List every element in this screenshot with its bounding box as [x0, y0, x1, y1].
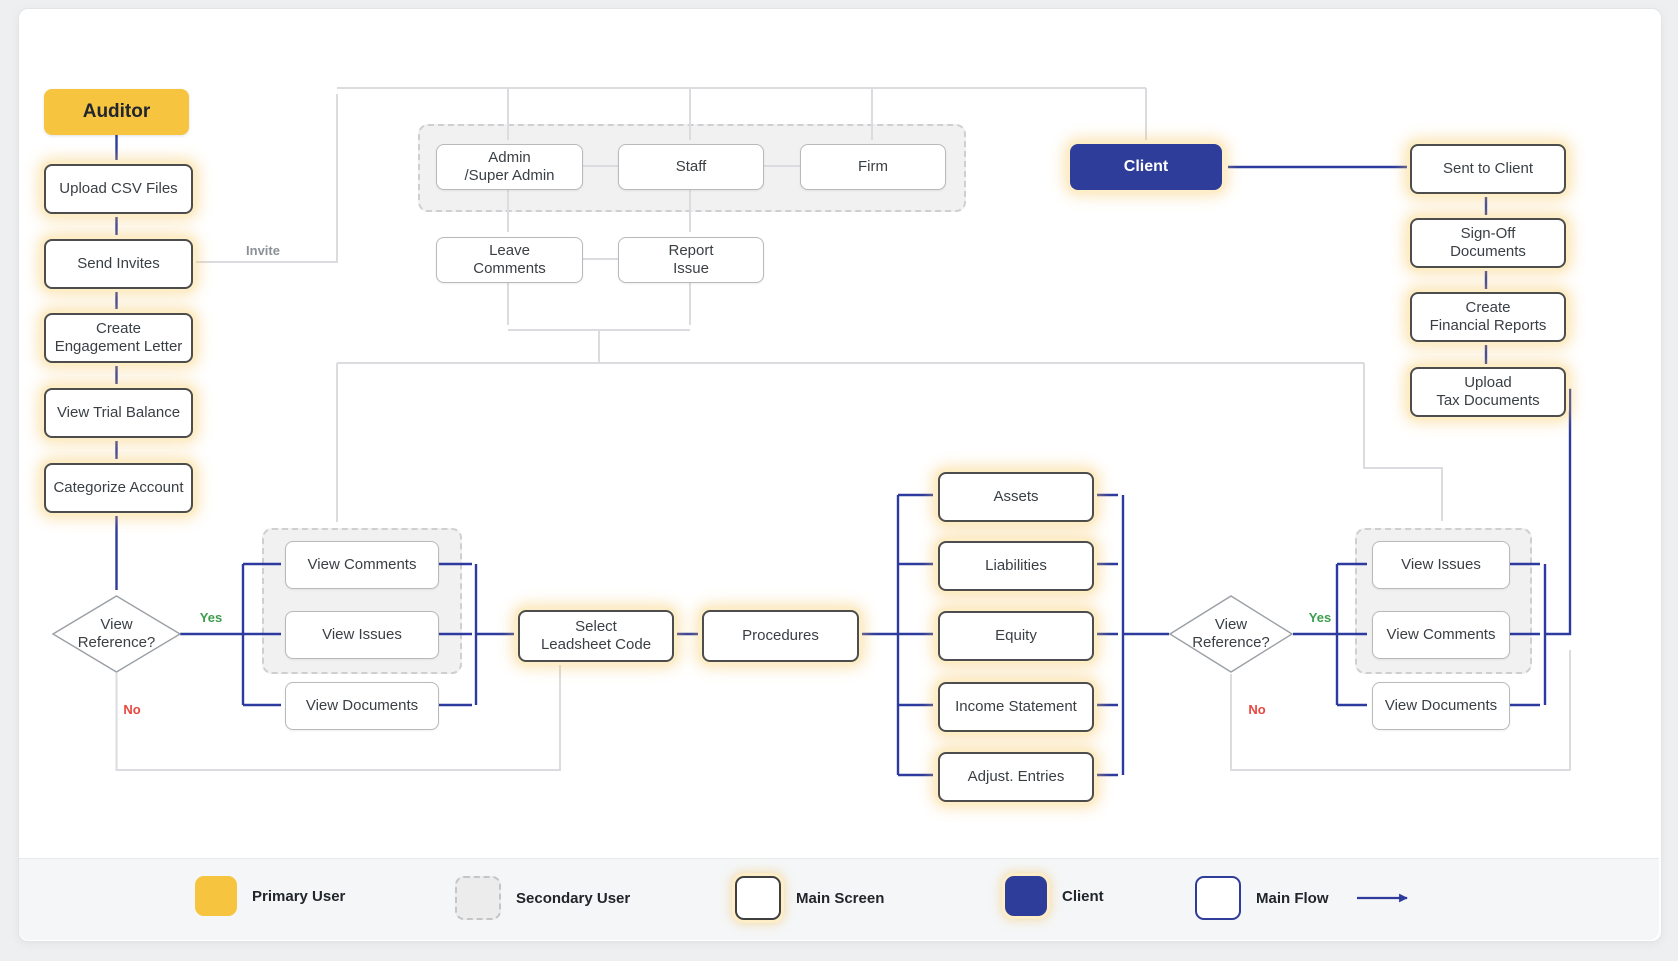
node-auditor: Auditor [44, 89, 189, 135]
node-view-issues-left: View Issues [285, 611, 439, 659]
no-label-1: No [123, 702, 141, 717]
node-create-financial-reports: Create Financial Reports [1410, 292, 1566, 342]
node-view-reference-2: View Reference? [1169, 595, 1293, 673]
node-liabilities: Liabilities [938, 541, 1094, 591]
node-view-trial-balance: View Trial Balance [44, 388, 193, 438]
legend-label: Main Flow [1256, 889, 1329, 907]
diamond-label-1: View Reference? [77, 616, 156, 651]
legend-item-client: Client [1005, 876, 1104, 916]
node-view-reference-1: View Reference? [52, 595, 181, 673]
node-report-issue: Report Issue [618, 237, 764, 283]
main-flow-swatch [1195, 876, 1241, 920]
node-upload-csv-files: Upload CSV Files [44, 164, 193, 214]
node-select-leadsheet-code: Select Leadsheet Code [518, 610, 674, 662]
node-sent-to-client: Sent to Client [1410, 144, 1566, 194]
node-equity: Equity [938, 611, 1094, 661]
node-view-documents-right: View Documents [1372, 682, 1510, 730]
node-assets: Assets [938, 472, 1094, 522]
node-firm: Firm [800, 144, 946, 190]
node-send-invites: Send Invites [44, 239, 193, 289]
node-client: Client [1070, 144, 1222, 190]
legend-label: Primary User [252, 887, 346, 905]
node-income-statement: Income Statement [938, 682, 1094, 732]
legend-item-secondary-user: Secondary User [455, 876, 630, 920]
main-screen-swatch [735, 876, 781, 920]
node-admin-super-admin: Admin /Super Admin [436, 144, 583, 190]
node-view-comments-right: View Comments [1372, 611, 1510, 659]
no-label-2: No [1248, 702, 1266, 717]
node-procedures: Procedures [702, 610, 859, 662]
primary-user-swatch [195, 876, 237, 916]
node-adjust-entries: Adjust. Entries [938, 752, 1094, 802]
legend-item-main-screen: Main Screen [735, 876, 884, 920]
legend-label: Secondary User [516, 889, 631, 907]
node-view-documents-left: View Documents [285, 682, 439, 730]
yes-label-1: Yes [199, 610, 223, 625]
node-create-engagement-letter: Create Engagement Letter [44, 313, 193, 363]
node-leave-comments: Leave Comments [436, 237, 583, 283]
yes-label-2: Yes [1308, 610, 1332, 625]
node-staff: Staff [618, 144, 764, 190]
invite-label: Invite [246, 243, 280, 258]
legend-item-primary-user: Primary User [195, 876, 345, 916]
diamond-label-2: View Reference? [1192, 616, 1270, 651]
legend-label: Main Screen [796, 889, 885, 907]
node-sign-off-documents: Sign-Off Documents [1410, 218, 1566, 268]
legend-label: Client [1062, 887, 1104, 905]
node-upload-tax-documents: Upload Tax Documents [1410, 367, 1566, 417]
node-categorize-account: Categorize Account [44, 463, 193, 513]
node-view-comments-left: View Comments [285, 541, 439, 589]
client-swatch [1005, 876, 1047, 916]
main-flow-arrow-icon [1356, 893, 1408, 903]
secondary-user-swatch [455, 876, 501, 920]
node-view-issues-right: View Issues [1372, 541, 1510, 589]
legend-item-main-flow: Main Flow [1195, 876, 1417, 920]
